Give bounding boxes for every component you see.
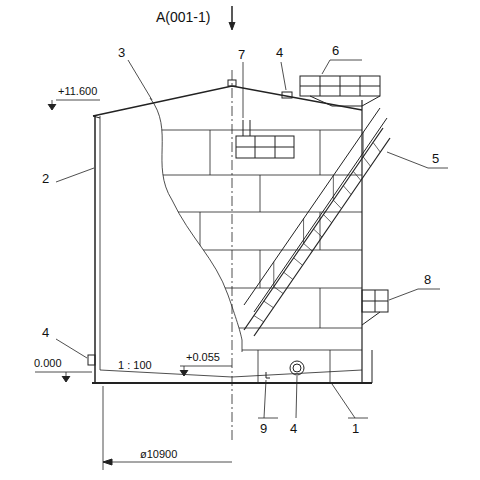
slope-mark: 1 : 100 [118, 360, 152, 371]
stair-tread [333, 200, 341, 209]
callout-number: 8 [424, 273, 431, 286]
callout-number: 6 [332, 44, 339, 57]
stair-tread [284, 272, 293, 279]
railing-post [273, 262, 274, 287]
stair-tread [363, 157, 370, 166]
stair-tread [314, 229, 323, 237]
stair-tread [353, 171, 361, 180]
stair-tread [274, 287, 283, 294]
callout-number: 4 [290, 422, 297, 435]
stair-tread [294, 258, 303, 265]
elevation-mark: 0.000 [34, 358, 62, 369]
stair-tread [343, 186, 351, 195]
callout-number: 5 [432, 152, 439, 165]
stair-tread [254, 316, 264, 322]
elevation-mark: +0.055 [186, 352, 220, 363]
railing-post [363, 132, 364, 157]
stair-tread [373, 142, 380, 152]
railing-post [333, 175, 334, 200]
callout-number: 3 [118, 46, 125, 59]
stair-tread [264, 301, 274, 308]
view-label: A(001-1) [156, 10, 210, 24]
callout-number: 2 [42, 172, 49, 185]
callout-number: 9 [260, 422, 267, 435]
stair-tread [304, 243, 313, 251]
callout-number: 7 [238, 48, 245, 61]
dimension-text: ø10900 [140, 449, 177, 460]
callout-number: 4 [276, 46, 283, 59]
stair-tread [323, 215, 331, 223]
callout-number: 4 [42, 326, 49, 339]
elevation-mark: +11.600 [58, 86, 97, 97]
callout-number: 1 [352, 422, 359, 435]
railing-post [303, 218, 304, 243]
